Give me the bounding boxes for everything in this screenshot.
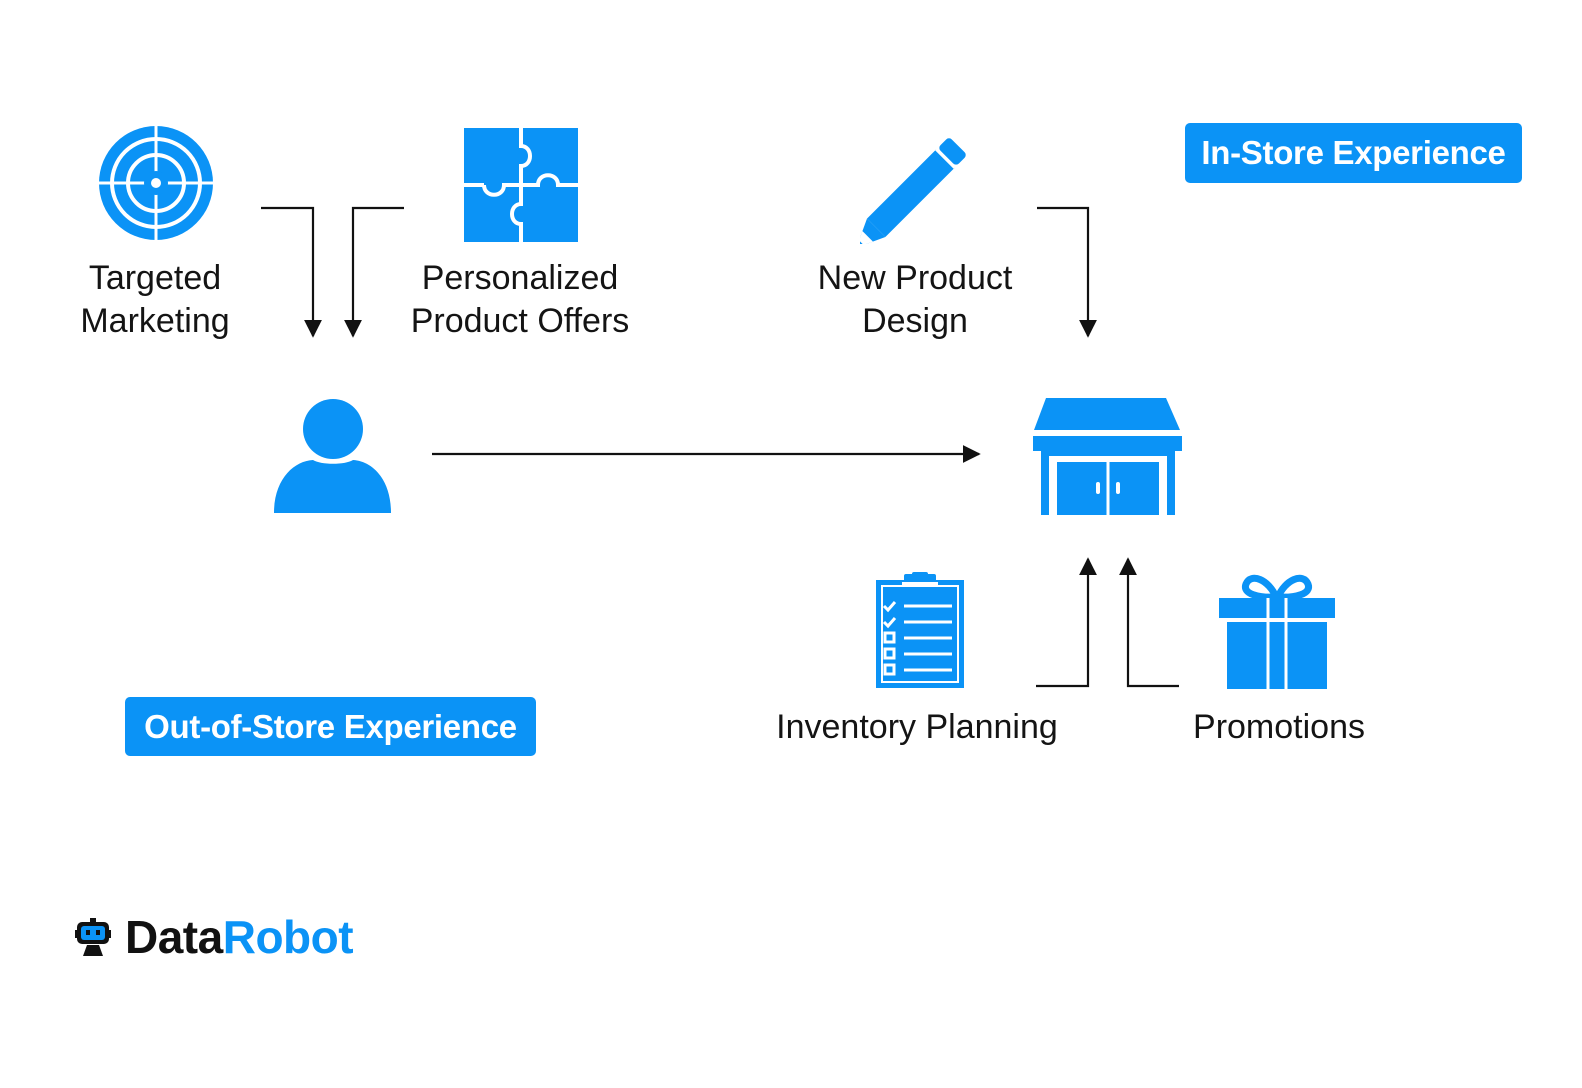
edge-personalized-offers-to-customer xyxy=(344,206,404,338)
node-label-promotions: Promotions xyxy=(1193,708,1365,746)
label-line: Marketing xyxy=(80,302,230,340)
gift-icon xyxy=(1217,574,1337,689)
edge-targeted-marketing-to-customer xyxy=(261,206,322,338)
brand-name: DataRobot xyxy=(125,910,354,964)
label-line: Targeted xyxy=(88,259,222,297)
edge-promotions-to-store xyxy=(1119,557,1179,688)
edge-new-product-design-to-store xyxy=(1037,206,1097,338)
target-icon xyxy=(99,126,213,240)
node-label-targeted-marketing: Targeted Marketing xyxy=(60,257,250,343)
label-line: Design xyxy=(862,302,968,340)
brand-name-part1: Data xyxy=(125,911,223,963)
node-label-inventory-planning: Inventory Planning xyxy=(776,708,1058,746)
clipboard-checklist-icon xyxy=(876,572,964,688)
datarobot-logo: DataRobot xyxy=(75,910,354,964)
robot-logo-icon xyxy=(75,918,111,956)
node-label-new-product-design: New Product Design xyxy=(795,257,1035,343)
brand-name-part2: Robot xyxy=(222,911,354,963)
edge-inventory-planning-to-store xyxy=(1036,557,1097,688)
label-line: New Product xyxy=(817,259,1013,297)
out-of-store-experience-badge: Out-of-Store Experience xyxy=(125,697,536,756)
pencil-icon xyxy=(860,138,966,244)
puzzle-icon xyxy=(464,128,578,242)
storefront-icon xyxy=(1033,398,1182,515)
in-store-experience-badge: In-Store Experience xyxy=(1185,123,1522,183)
person-icon xyxy=(274,399,391,513)
label-line: Personalized xyxy=(421,259,619,297)
node-label-personalized-offers: Personalized Product Offers xyxy=(395,257,645,343)
label-line: Product Offers xyxy=(410,302,630,340)
